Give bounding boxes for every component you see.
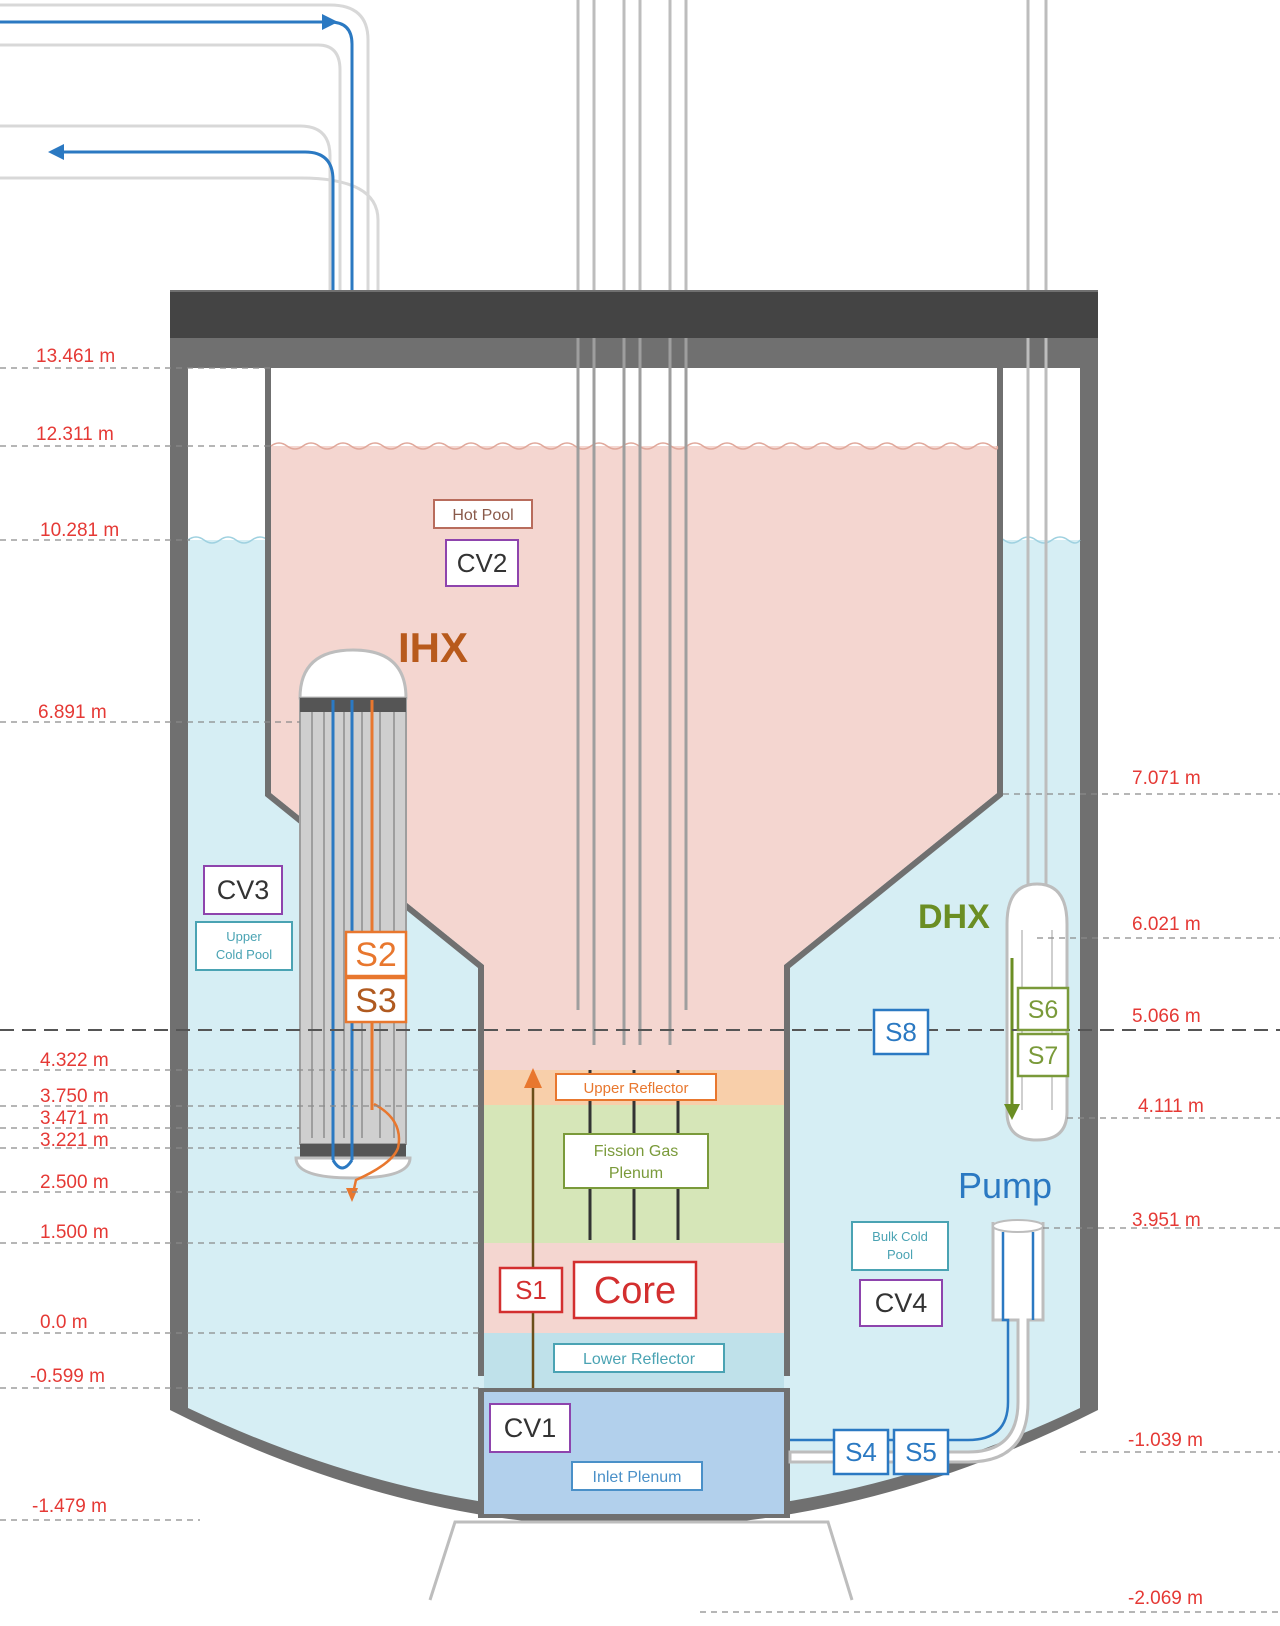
elevation-label: 10.281 m [40, 520, 119, 541]
s2-label: S2 [344, 930, 408, 978]
flow-out-arrow-icon [322, 14, 338, 30]
elevation-label: 1.500 m [40, 1222, 109, 1243]
upper-cold-pool-label: Upper Cold Pool [195, 921, 293, 971]
elevation-label: 4.322 m [40, 1050, 109, 1071]
cv1-label: CV1 [489, 1403, 571, 1453]
cv4-label: CV4 [859, 1279, 943, 1327]
svg-text:S4: S4 [845, 1437, 877, 1467]
flow-in-arrow-icon [48, 144, 64, 160]
pump [788, 1219, 1045, 1464]
svg-text:Upper: Upper [226, 929, 262, 944]
svg-text:S3: S3 [355, 982, 397, 1020]
svg-text:Bulk Cold: Bulk Cold [872, 1229, 928, 1244]
svg-text:CV4: CV4 [875, 1288, 928, 1318]
control-rod-lines-top [576, 0, 1048, 295]
svg-text:Hot Pool: Hot Pool [452, 507, 513, 524]
svg-text:S5: S5 [905, 1437, 937, 1467]
cv2-label: CV2 [445, 539, 519, 587]
elevation-label: 13.461 m [36, 346, 115, 367]
lower-reflector-label: Lower Reflector [553, 1343, 725, 1373]
fission-gas-plenum-label: Fission Gas Plenum [563, 1133, 709, 1189]
svg-text:Pool: Pool [887, 1247, 913, 1262]
s7-label: S7 [1016, 1032, 1070, 1078]
bulk-cold-pool-label: Bulk Cold Pool [851, 1221, 949, 1271]
pump-label: Pump [958, 1165, 1052, 1206]
svg-text:CV1: CV1 [504, 1413, 557, 1443]
s4-label: S4 [832, 1428, 890, 1476]
s6-label: S6 [1016, 986, 1070, 1032]
s5-label: S5 [892, 1428, 950, 1476]
svg-text:CV2: CV2 [457, 548, 508, 578]
cv3-label: CV3 [203, 865, 283, 915]
upper-reflector-label: Upper Reflector [555, 1073, 717, 1101]
elevation-lines [0, 367, 1280, 1613]
elevation-label: 3.951 m [1132, 1210, 1201, 1231]
s1-label: S1 [498, 1266, 564, 1314]
svg-text:S6: S6 [1028, 996, 1059, 1024]
elevation-label: 12.311 m [36, 424, 114, 445]
svg-text:Plenum: Plenum [609, 1165, 663, 1182]
elevation-label: 3.471 m [40, 1108, 109, 1129]
elevation-label: 7.071 m [1132, 768, 1201, 789]
elevation-label: 4.111 m [1138, 1096, 1204, 1117]
elevation-label: 0.0 m [40, 1312, 88, 1333]
core-label: Core [572, 1260, 698, 1320]
svg-text:Fission Gas: Fission Gas [594, 1143, 678, 1160]
elevation-label: 2.500 m [40, 1172, 109, 1193]
dhx-label: DHX [918, 898, 990, 936]
svg-text:Core: Core [594, 1270, 676, 1312]
elevation-label: 5.066 m [1132, 1006, 1201, 1027]
s8-label: S8 [872, 1008, 930, 1056]
svg-text:Upper Reflector: Upper Reflector [583, 1080, 688, 1097]
elevation-label: -1.039 m [1128, 1430, 1203, 1451]
svg-text:Lower Reflector: Lower Reflector [583, 1351, 696, 1368]
hot-pool-label: Hot Pool [433, 499, 533, 529]
core-flow-arrow [524, 1068, 542, 1388]
svg-text:Cold Pool: Cold Pool [216, 947, 272, 962]
elevation-label: 6.891 m [38, 702, 107, 723]
core-support-stand [428, 1520, 854, 1601]
ihx-secondary-piping [0, 3, 380, 1160]
elevation-label: 3.750 m [40, 1086, 109, 1107]
svg-text:Inlet Plenum: Inlet Plenum [593, 1469, 682, 1486]
ihx-label: IHX [398, 624, 468, 671]
up-arrow-icon [524, 1068, 542, 1088]
elevation-label: -0.599 m [30, 1366, 105, 1387]
elevation-label: -1.479 m [32, 1496, 107, 1517]
svg-text:S2: S2 [355, 936, 397, 974]
svg-text:S8: S8 [885, 1017, 917, 1047]
inlet-plenum-label: Inlet Plenum [571, 1461, 703, 1491]
ihx [294, 648, 412, 1202]
elevation-label: 6.021 m [1132, 914, 1201, 935]
elevation-label: -2.069 m [1128, 1588, 1203, 1609]
s3-label: S3 [344, 976, 408, 1024]
vessel-head [170, 292, 1098, 338]
svg-text:S7: S7 [1028, 1042, 1059, 1070]
svg-text:S1: S1 [515, 1275, 547, 1305]
elevation-labels-right: 7.071 m 6.021 m 5.066 m 4.111 m 3.951 m … [1128, 768, 1204, 1609]
elevation-label: 3.221 m [40, 1130, 109, 1151]
svg-text:CV3: CV3 [217, 875, 270, 905]
hot-pool [265, 368, 1003, 1376]
elevation-labels-left: 13.461 m 12.311 m 10.281 m 6.891 m 4.322… [30, 346, 119, 1517]
